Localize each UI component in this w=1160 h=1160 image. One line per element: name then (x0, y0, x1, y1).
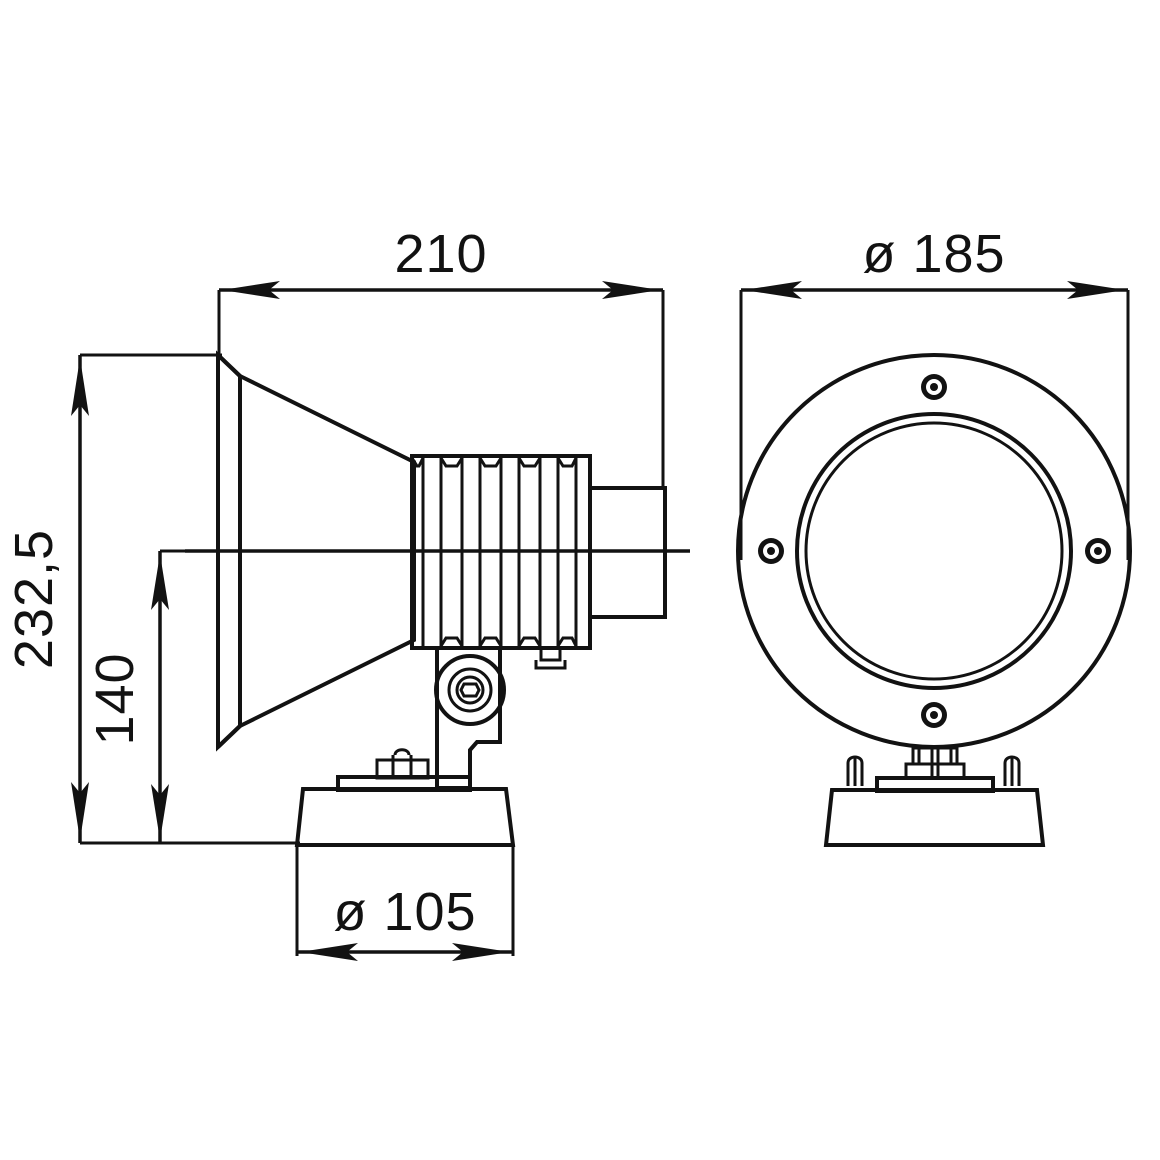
screw-right (1085, 538, 1111, 564)
arrow-232-top (71, 358, 89, 416)
dimension-140: 140 (85, 549, 300, 845)
arrow-105-right (452, 943, 510, 961)
bezel-ring-inner (804, 421, 1064, 681)
screw-top (921, 374, 947, 400)
side-elevation-view (185, 350, 690, 847)
arrow-232-bottom (71, 782, 89, 840)
screw-bottom (921, 702, 947, 728)
arrow-210-left (222, 281, 280, 299)
dimension-d185: ø 185 (739, 224, 1130, 560)
dim-label-232-5: 232,5 (4, 529, 64, 669)
front-elevation-view (736, 353, 1132, 847)
dim-label-140: 140 (85, 652, 145, 745)
arrow-140-bottom (151, 784, 169, 840)
dim-label-210: 210 (394, 224, 487, 284)
arrow-185-right (1067, 281, 1125, 299)
arrow-140-top (151, 554, 169, 610)
dimension-210: 210 (217, 224, 665, 490)
bezel-ring-outer (795, 412, 1073, 690)
bolt-right (1003, 755, 1021, 786)
front-round-base (823, 788, 1046, 847)
dimension-d105: ø 105 (295, 845, 515, 961)
dim-label-185: ø 185 (862, 224, 1005, 284)
arrow-210-right (602, 281, 660, 299)
finned-heat-sink-body (410, 454, 592, 650)
screw-left (758, 538, 784, 564)
dim-label-105: ø 105 (333, 882, 476, 942)
arrow-185-left (744, 281, 802, 299)
bolt-left (846, 755, 864, 786)
arrow-105-left (300, 943, 358, 961)
cooling-fins (410, 457, 578, 647)
pivot-bolt (434, 654, 506, 726)
cable-gland-box (590, 486, 667, 619)
body-bottom-gland (534, 648, 567, 670)
